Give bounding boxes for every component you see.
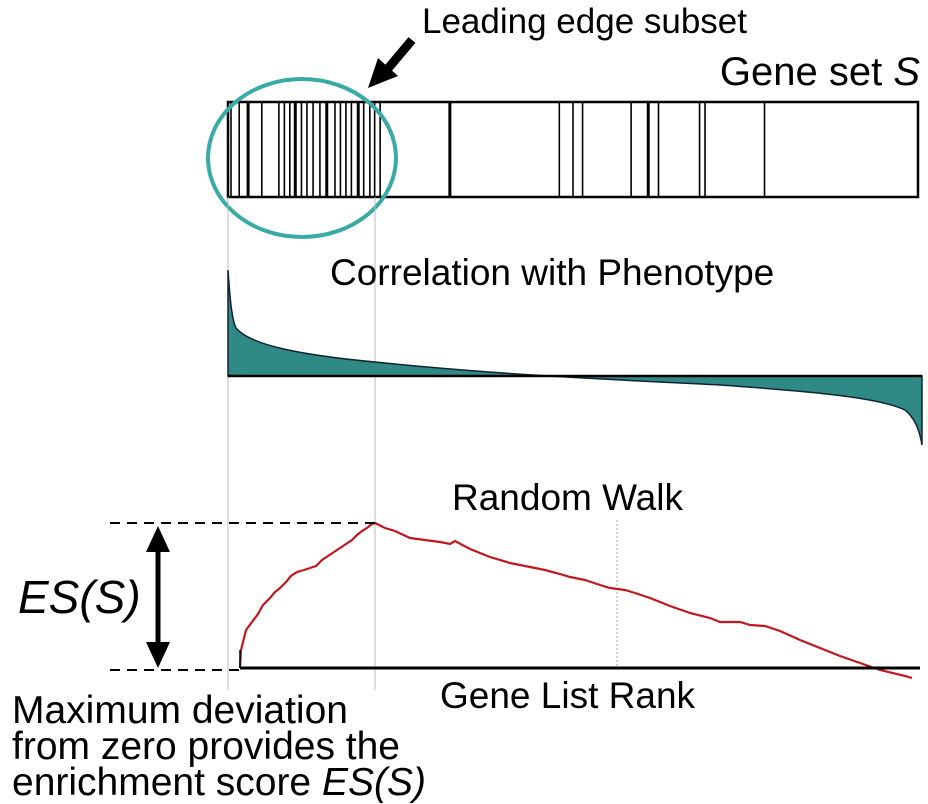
correlation-area [227, 269, 923, 446]
caption-line-2: from zero provides the [12, 725, 401, 768]
leading-edge-arrowhead [368, 58, 398, 88]
gene-set-prefix: Gene set [719, 50, 894, 94]
es-label: ES(S) [18, 571, 141, 623]
random-walk-title: Random Walk [452, 477, 683, 518]
es-arrow-top [146, 526, 170, 552]
caption-line-1: Maximum deviation [12, 689, 348, 732]
random-walk-line [238, 521, 913, 680]
gene-hit-ticks [230, 102, 766, 197]
gene-set-symbol: S [893, 50, 920, 94]
rank-axis-label: Gene List Rank [440, 675, 696, 716]
leading-edge-circle [206, 77, 398, 239]
caption-line-3-prefix: enrichment score [12, 761, 322, 804]
es-arrow-bottom [146, 642, 170, 668]
caption-line-3: enrichment score ES(S) [12, 763, 426, 802]
leading-edge-label: Leading edge subset [422, 2, 747, 41]
correlation-title: Correlation with Phenotype [330, 252, 775, 293]
gene-set-label: Gene set S [720, 50, 920, 95]
caption-line-3-symbol: ES(S) [321, 761, 426, 804]
caption: Maximum deviation from zero provides the… [12, 689, 426, 802]
